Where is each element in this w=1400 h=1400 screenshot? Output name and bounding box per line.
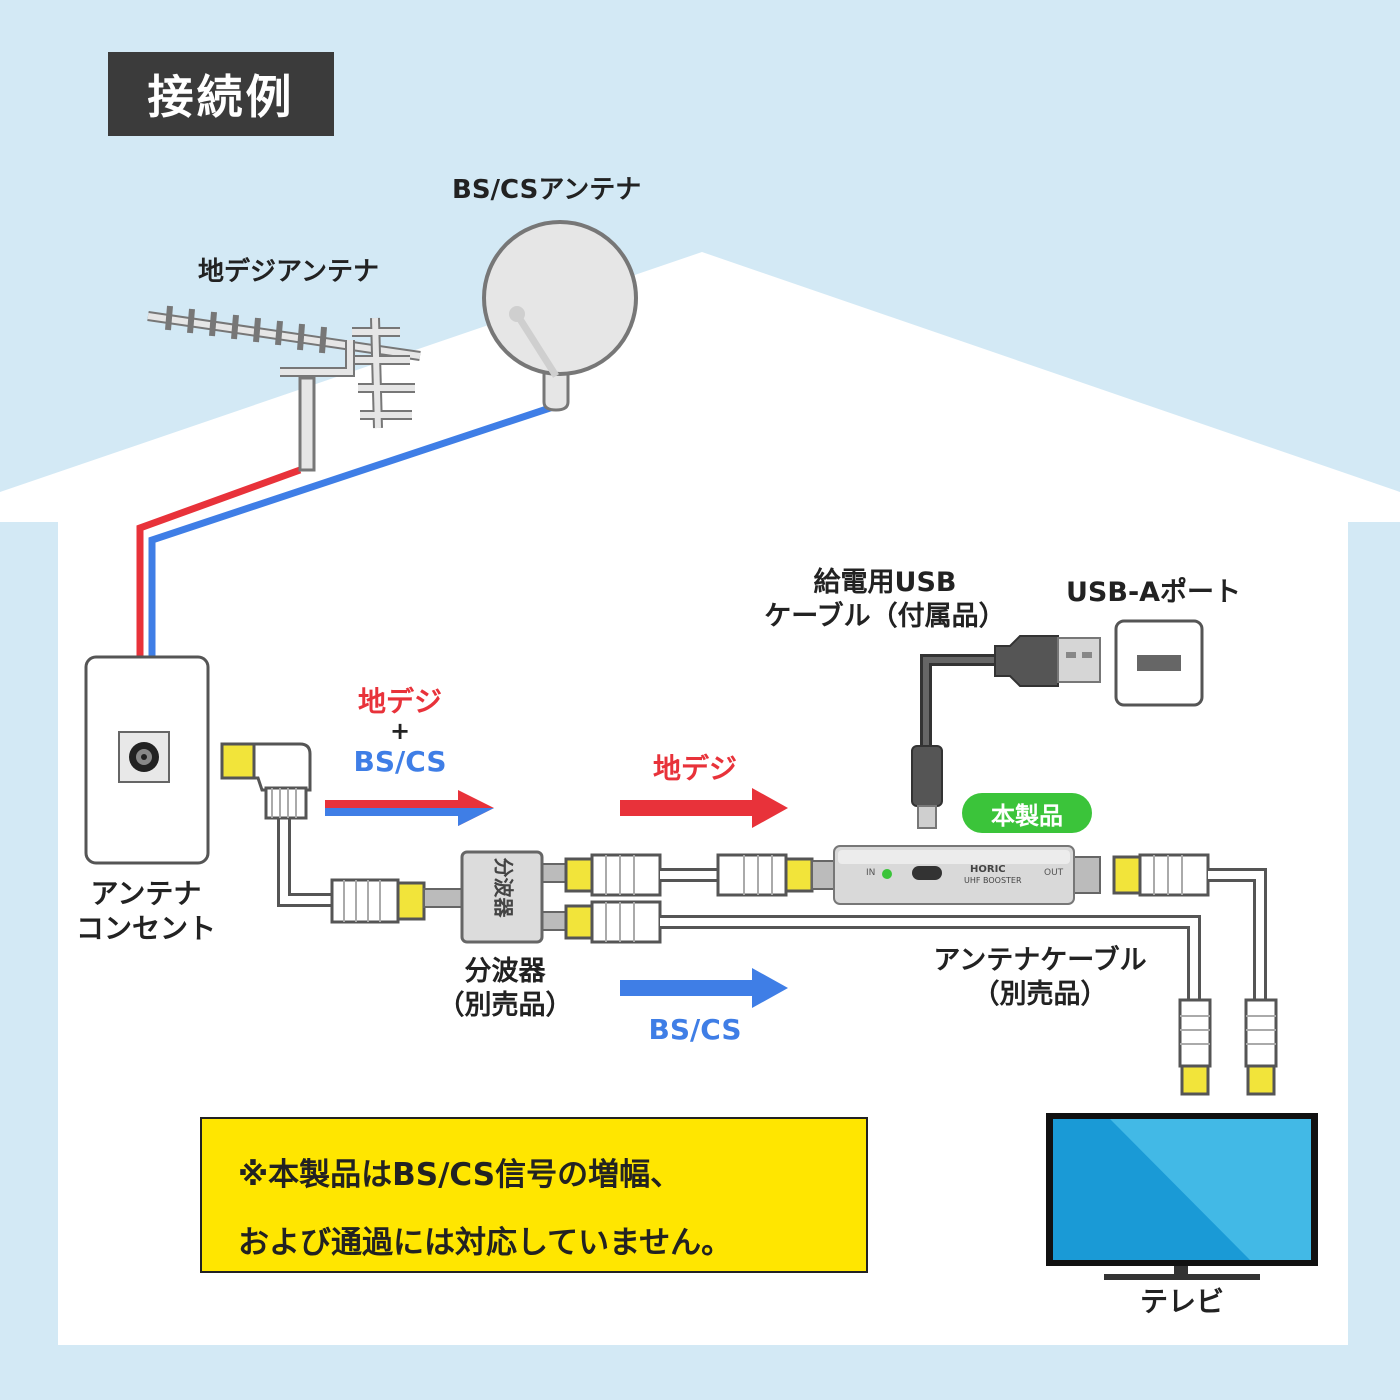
splitter-label: 分波器 （別売品） (420, 955, 590, 1023)
splitter-label-line1: 分波器 (464, 956, 546, 987)
input-plus-label: + (389, 717, 411, 746)
terrestrial-antenna-label: 地デジアンテナ (198, 257, 379, 287)
booster-graphic (811, 845, 1101, 905)
terrestrial-antenna-graphic (147, 305, 421, 472)
booster-to-tv-cable (1112, 853, 1278, 1096)
usb-cable-graphic (911, 635, 1101, 829)
bscs-antenna-label: BS/CSアンテナ (452, 175, 642, 205)
usb-a-port-graphic (1114, 619, 1204, 707)
bscs-cable (148, 402, 558, 660)
usb-port-label: USB-Aポート (1066, 577, 1242, 608)
terrestrial-arrow (620, 788, 788, 828)
antenna-outlet-label-line2: コンセント (75, 912, 216, 945)
usb-cable-label-line1: 給電用USB (813, 567, 957, 598)
antenna-outlet-label: アンテナ コンセント (56, 876, 236, 946)
page-title: 接続例 (108, 52, 334, 136)
antenna-outlet-graphic (84, 655, 210, 865)
antenna-cable-label-line1: アンテナケーブル (933, 945, 1147, 976)
note-line-2: および通過には対応していません。 (238, 1225, 733, 1261)
booster-out-label: OUT (1044, 868, 1064, 878)
tv-graphic (1046, 1113, 1318, 1280)
product-badge: 本製品 (962, 793, 1092, 833)
antenna-outlet-label-line1: アンテナ (90, 877, 202, 910)
terrestrial-cable (136, 466, 302, 660)
bscs-arrow (620, 968, 788, 1008)
input-terrestrial-label: 地デジ (357, 685, 442, 718)
tv-label: テレビ (1139, 1285, 1224, 1318)
note-box: ※本製品はBS/CS信号の増幅、 および通過には対応していません。 (200, 1117, 868, 1273)
house-shape (0, 252, 1400, 1345)
output-terrestrial-label: 地デジ (652, 752, 737, 785)
usb-cable-label-line2: ケーブル（付属品） (764, 600, 1006, 632)
outlet-cable-graphic (220, 742, 426, 924)
booster-in-label: IN (866, 868, 876, 878)
input-bscs-label: BS/CS (353, 744, 447, 778)
usb-cable-label: 給電用USB ケーブル（付属品） (740, 566, 1030, 634)
note-line-1: ※本製品はBS/CS信号の増幅、 (238, 1157, 682, 1193)
splitter-body-text: 分波器 (491, 857, 516, 918)
output-bscs-label: BS/CS (648, 1013, 742, 1046)
input-signal-label: 地デジ + BS/CS (330, 685, 470, 778)
signal-arrow-in (325, 790, 494, 826)
antenna-cable-label-line2: （別売品） (972, 978, 1108, 1010)
booster-brand-label: HORIC (970, 864, 1006, 875)
splitter-label-line2: （別売品） (437, 989, 573, 1021)
splitter-graphic (423, 850, 569, 944)
bscs-output-cable (564, 900, 1212, 1096)
booster-model-label: UHF BOOSTER (964, 876, 1022, 885)
antenna-cable-label: アンテナケーブル （別売品） (900, 944, 1180, 1012)
bscs-dish-graphic (482, 220, 638, 412)
terrestrial-output-cable (564, 853, 814, 897)
